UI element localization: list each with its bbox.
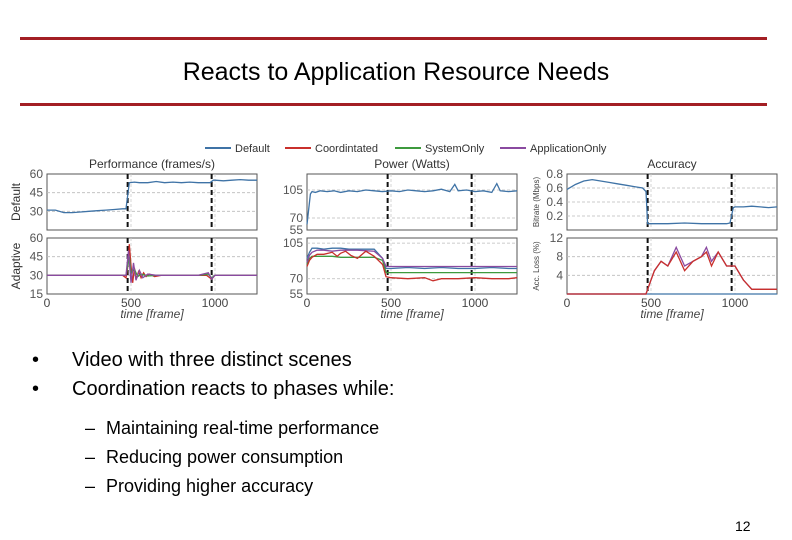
x-tick-label: 0 [564,296,571,310]
legend-label: ApplicationOnly [530,143,607,155]
sub-bullet-marker: – [85,418,96,438]
bullet-item: • Video with three distinct scenes [32,346,394,375]
y-tick-label: 4 [556,268,563,282]
page-number: 12 [735,518,751,534]
sub-bullet-item: –Providing higher accuracy [85,472,379,501]
y-tick-label: 105 [283,236,303,250]
row-label-adaptive: Adaptive [9,242,23,289]
bottom-panel-frame [566,237,778,295]
top-rule [20,37,767,40]
y-tick-label: 60 [30,167,44,181]
bullet-marker: • [32,349,40,371]
y-tick-label: 45 [30,186,44,200]
x-tick-label: 1000 [722,296,749,310]
y-tick-label: 60 [30,231,44,245]
series-line-default [566,178,778,225]
y-tick-label: 0.4 [546,195,563,209]
y-tick-label: 0.2 [546,209,563,223]
y-tick-label: 105 [283,183,303,197]
x-axis-label: time [frame] [120,307,184,321]
x-axis-label: time [frame] [640,307,704,321]
legend-label: Coordintated [315,143,378,155]
sub-bullet-text: Providing higher accuracy [106,476,314,496]
bullet-item: • Coordination reacts to phases while: [32,375,394,404]
y-tick-label: 30 [30,204,44,218]
x-tick-label: 500 [121,296,141,310]
y-tick-label: 15 [30,287,44,301]
x-tick-label: 500 [641,296,661,310]
series-line-applicationonly [306,249,517,268]
y-tick-label: 8 [556,250,563,264]
sub-bullet-item: –Maintaining real-time performance [85,414,379,443]
top-panel-frame [306,173,518,231]
legend-label: Default [235,143,270,155]
y-tick-label: 0.6 [546,181,563,195]
bullet-text: Coordination reacts to phases while: [72,378,395,400]
bottom-panel-frame [46,237,258,295]
row-label-default: Default [9,182,23,221]
legend-label: SystemOnly [425,143,485,155]
bullet-list: • Video with three distinct scenes • Coord… [32,346,394,404]
panel-title: Accuracy [647,157,696,171]
series-line-default [47,178,257,214]
series-line-coordintated [306,250,518,282]
y-tick-label: 55 [290,223,304,237]
sub-bullet-list: –Maintaining real-time performance –Redu… [85,414,379,501]
y-axis-label: Acc. Loss (%) [532,241,541,291]
bullet-marker: • [32,378,40,400]
series-line-default [306,182,518,225]
top-panel-frame [46,173,258,231]
x-axis-label: time [frame] [380,307,444,321]
x-tick-label: 0 [304,296,311,310]
panel-title: Power (Watts) [374,157,450,171]
x-tick-label: 0 [44,296,51,310]
y-axis-label: Bitrate (Mbps) [532,177,541,228]
bullet-text: Video with three distinct scenes [72,349,352,371]
sub-bullet-text: Reducing power consumption [106,447,344,467]
sub-bullet-marker: – [85,447,96,467]
series-line-systemonly [306,255,517,274]
x-tick-label: 1000 [202,296,229,310]
sub-bullet-text: Maintaining real-time performance [106,418,380,438]
y-tick-label: 0.8 [546,167,563,181]
sub-bullet-marker: – [85,476,96,496]
y-tick-label: 70 [290,211,304,225]
series-line-default [306,247,517,270]
y-tick-label: 55 [290,287,304,301]
y-tick-label: 30 [30,268,44,282]
bottom-rule [20,103,767,106]
x-tick-label: 500 [381,296,401,310]
y-tick-label: 70 [290,272,304,286]
chart-figure: Default Coordintated SystemOnly Application… [9,143,778,321]
x-tick-label: 1000 [462,296,489,310]
slide-title: Reacts to Application Resource Needs [182,58,610,86]
panel-title: Performance (frames/s) [89,157,215,171]
series-line-applicationonly [47,250,257,283]
series-line-coordintated [567,250,777,295]
y-tick-label: 12 [550,231,564,245]
sub-bullet-item: –Reducing power consumption [85,443,379,472]
y-tick-label: 45 [30,250,44,264]
